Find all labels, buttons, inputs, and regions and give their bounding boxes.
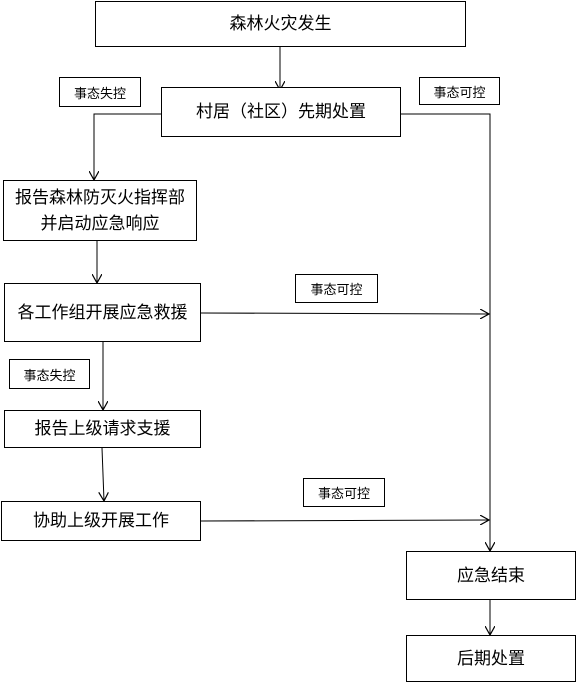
node-assist-superior-text: 协助上级开展工作 (33, 511, 169, 531)
arrow-assist-to-right (200, 520, 489, 521)
node-groups-rescue: 各工作组开展应急救援 (4, 283, 201, 342)
node-groups-rescue-text: 各工作组开展应急救援 (17, 302, 188, 323)
node-aftermath-text: 后期处置 (457, 648, 525, 669)
node-report-superior-text: 报告上级请求支援 (34, 419, 171, 439)
label-controllable-2: 事态可控 (295, 274, 378, 303)
node-emergency-end: 应急结束 (406, 551, 576, 600)
node-report-superior: 报告上级请求支援 (4, 410, 201, 448)
node-fire-occurs-text: 森林火灾发生 (229, 14, 332, 34)
node-village-first-response: 村居（社区）先期处置 (161, 87, 401, 137)
node-village-first-response-text: 村居（社区）先期处置 (196, 102, 366, 122)
label-out-of-control-2: 事态失控 (9, 359, 90, 389)
node-report-command-text: 报告森林防灭火指挥部并启动应急响应 (15, 187, 185, 234)
arrow-village-to-report (94, 113, 161, 180)
label-out-of-control-2-text: 事态失控 (23, 368, 76, 384)
label-out-of-control-1: 事态失控 (59, 77, 141, 107)
arrow-groups-to-right (200, 313, 489, 314)
label-controllable-3: 事态可控 (303, 478, 385, 507)
node-fire-occurs: 森林火灾发生 (95, 1, 466, 47)
label-controllable-1-text: 事态可控 (433, 85, 486, 101)
node-aftermath: 后期处置 (406, 635, 576, 682)
label-controllable-2-text: 事态可控 (310, 283, 363, 298)
node-report-command: 报告森林防灭火指挥部并启动应急响应 (3, 180, 197, 241)
label-out-of-control-1-text: 事态失控 (73, 86, 126, 102)
label-controllable-3-text: 事态可控 (317, 487, 370, 502)
node-assist-superior: 协助上级开展工作 (1, 501, 201, 541)
arrow-village-to-end (401, 113, 490, 551)
label-controllable-1: 事态可控 (419, 77, 500, 105)
node-emergency-end-text: 应急结束 (457, 565, 525, 586)
arrow-superior-to-assist (102, 447, 104, 501)
